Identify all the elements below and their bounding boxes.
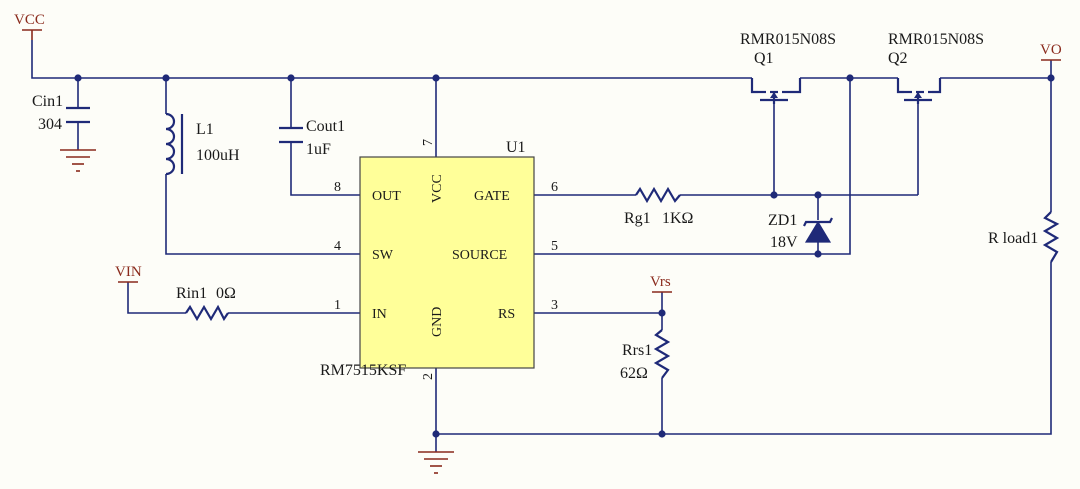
pin-out-number: 8 [334,180,341,195]
pin-source-name: SOURCE [452,248,507,263]
vin-port: VIN [115,264,142,283]
q1-part: RMR015N08S [740,31,836,48]
resistor-rrs1: Rrs1 62Ω [620,329,671,382]
pin-rs-number: 3 [551,298,558,313]
pin-source-number: 5 [551,239,558,254]
pin-out-name: OUT [372,189,401,204]
q1-ref: Q1 [754,50,774,67]
cin1-ref: Cin1 [32,93,63,110]
pin-gate-name: GATE [474,189,510,204]
rrs1-ref: Rrs1 [622,342,652,359]
zd1-ref: ZD1 [768,212,797,229]
pin-sw-number: 4 [334,239,341,254]
q2-part: RMR015N08S [888,31,984,48]
capacitor-cin1: Cin1 304 [32,93,90,133]
pin-vcc-name: VCC [430,174,445,203]
l1-value: 100uH [196,147,240,164]
vcc-label: VCC [14,12,45,28]
vo-port: VO [1040,42,1062,61]
capacitor-cout1: Cout1 1uF [279,118,345,158]
rg1-ref: Rg1 [624,210,651,227]
inductor-l1: L1 100uH [165,112,240,176]
rin1-value: 0Ω [216,285,236,302]
ground-symbol-main [418,451,454,474]
vrs-port: Vrs [650,274,672,293]
junctions [74,74,1055,438]
cin1-value: 304 [38,116,62,133]
pin-gate-number: 6 [551,180,558,195]
wires [31,40,1052,452]
pin-rs-name: RS [498,307,515,322]
cout1-ref: Cout1 [306,118,345,135]
chip-part-number: RM7515KSF [320,362,406,379]
chip-designator: U1 [506,139,526,156]
vin-label: VIN [115,264,142,280]
ground-symbol-cin [60,149,96,172]
rg1-value: 1KΩ [662,210,694,227]
mosfet-q2: RMR015N08S Q2 [888,31,984,104]
pin-gnd-number: 2 [421,373,436,380]
resistor-rin1: Rin1 0Ω [176,285,236,322]
pin-in-name: IN [372,307,387,322]
zener-zd1: ZD1 18V [768,212,833,251]
pin-vcc-number: 7 [421,139,436,146]
vrs-label: Vrs [650,274,671,290]
zd1-value: 18V [770,234,798,251]
pin-in-number: 1 [334,298,341,313]
rin1-ref: Rin1 [176,285,207,302]
resistor-rg1: Rg1 1KΩ [624,186,694,227]
pin-gnd-name: GND [430,307,445,337]
resistor-rload1: R load1 [988,211,1060,263]
vcc-port: VCC [14,12,45,40]
rload1-ref: R load1 [988,230,1038,247]
l1-ref: L1 [196,121,214,138]
mosfet-q1: RMR015N08S Q1 [740,31,836,104]
cout1-value: 1uF [306,141,331,158]
pin-sw-name: SW [372,248,394,263]
vo-label: VO [1040,42,1062,58]
q2-ref: Q2 [888,50,908,67]
chip-u1: U1 RM7515KSF OUT 8 SW 4 IN 1 GATE 6 SOUR… [320,139,558,380]
rrs1-value: 62Ω [620,365,648,382]
